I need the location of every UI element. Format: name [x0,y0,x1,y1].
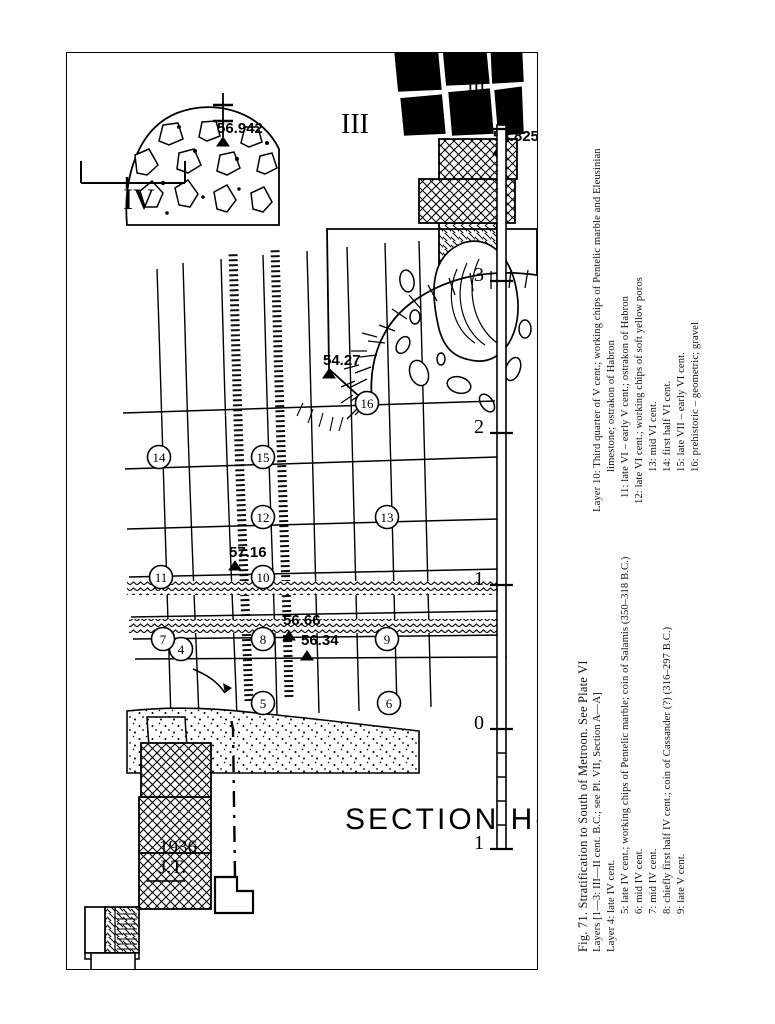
layer-marker-12: 12 [250,504,276,530]
legend-right-line-3: 12: late VI cent.; working chips of soft… [634,277,645,504]
scale-bar: 1 0 1 2 3 4 m. [468,71,513,854]
layer-marker-7: 7 [150,626,176,652]
legend-left-line-5: 8: chiefly first half IV cent.; coin of … [662,626,673,914]
signature-year: 1936 [159,837,197,858]
room-bracket-iv [80,161,186,189]
legend-left-line-3: 6: mid IV cent. [634,848,645,914]
legend-right-line-1: limestone; ostrakon of Habron [606,339,617,472]
layer-4-leader [192,668,232,694]
upper-rubble [125,106,280,226]
elevation-label-56942: 56.942 [217,120,263,137]
svg-text:16: 16 [361,396,375,411]
elevation-label-5427: 54.27 [323,352,361,369]
layer-marker-9: 9 [374,626,400,652]
figure-plate: 4 5 6 7 8 [66,52,538,970]
layer-marker-11: 11 [148,564,174,590]
layer-separators [122,400,508,660]
section-title: SECTION H-H [345,803,537,836]
svg-text:5: 5 [260,696,267,711]
elevation-label-5666: 56.66 [283,612,321,629]
step-notch [213,875,255,915]
scale-tick-2: 1 [474,568,484,590]
room-label-iii: III [341,109,369,140]
legend-right-line-7: 16: prehistoric – geometric; gravel [690,322,701,472]
scale-tick-1: 0 [474,712,484,734]
scale-tick-0: 1 [474,832,484,854]
stratigraphy-svg: 4 5 6 7 8 [67,53,537,969]
room-label-iv: IV [123,183,155,216]
svg-text:10: 10 [257,570,270,585]
layer-marker-13: 13 [374,504,400,530]
elevation-label-5634: 56.34 [301,632,339,649]
layer-marker-14: 14 [146,444,172,470]
legend-left-line-2: 5: late IV cent.; working chips of Pente… [620,556,631,914]
svg-text:8: 8 [260,632,267,647]
section-drawing: 4 5 6 7 8 [67,53,537,969]
layer-marker-15: 15 [250,444,276,470]
caption-and-legend: Fig. 71. Stratification to South of Metr… [540,52,770,968]
svg-text:15: 15 [257,450,270,465]
elev-arrow-5634 [300,650,314,661]
layer-marker-4: 4 [168,636,194,662]
legend-right-line-4: 13: mid VI cent. [648,401,659,472]
legend-left-line-0: Layers [1—3: III—II cent. B.C.; see Pl. … [592,692,603,952]
bedrock-edge [296,228,537,432]
layer-marker-10: 10 [250,564,276,590]
poros-block-row [138,742,212,910]
layer-marker-16: 16 [354,390,380,416]
layer-marker-8: 8 [250,626,276,652]
figure-caption: Fig. 71. Stratification to South of Metr… [576,660,590,952]
legend-right-line-5: 14: first half VI cent. [662,380,673,472]
polygonal-masonry [391,53,527,270]
svg-text:14: 14 [153,450,167,465]
signature-initials: J.T. [159,857,186,878]
elev-arrow-5666 [282,630,296,641]
layer-marker-5: 5 [250,690,276,716]
svg-text:9: 9 [384,632,391,647]
svg-text:11: 11 [155,570,168,585]
layer-9-boundary [228,252,254,702]
krepis-wall [84,906,140,969]
svg-text:13: 13 [381,510,394,525]
layer-number-markers: 4 5 6 7 8 [146,390,402,716]
legend-right-line-6: 15: late VII – early VI cent. [676,352,687,472]
elev-arrow-56942 [213,93,233,147]
scale-tick-3: 2 [474,416,484,438]
svg-text:7: 7 [160,632,167,647]
scale-tick-5: 4 [474,112,484,134]
elev-arrow-5427 [322,368,336,379]
layer-marker-6: 6 [376,690,402,716]
elevation-label-5716: 57.16 [229,544,267,561]
legend-right-line-0: Layer 10: Third quarter of V cent.; work… [592,148,603,512]
legend-left-line-1: Layer 4: late IV cent. [606,859,617,952]
legend-left-line-4: 7: mid IV cent. [648,848,659,914]
svg-text:6: 6 [386,696,393,711]
layer-10-boundary [270,248,294,698]
elev-arrow-5716 [228,560,242,571]
svg-text:12: 12 [257,510,270,525]
scale-unit: m. [468,71,491,96]
scale-tick-4: 3 [474,264,484,286]
datum-line [229,718,237,878]
legend-right-line-2: 11: late VI – early V cent.; ostrakon of… [620,295,631,498]
svg-text:4: 4 [178,642,185,657]
legend-left-line-6: 9: late V cent. [676,853,687,914]
draftsman-signature: J.T. 1936 [147,837,197,882]
